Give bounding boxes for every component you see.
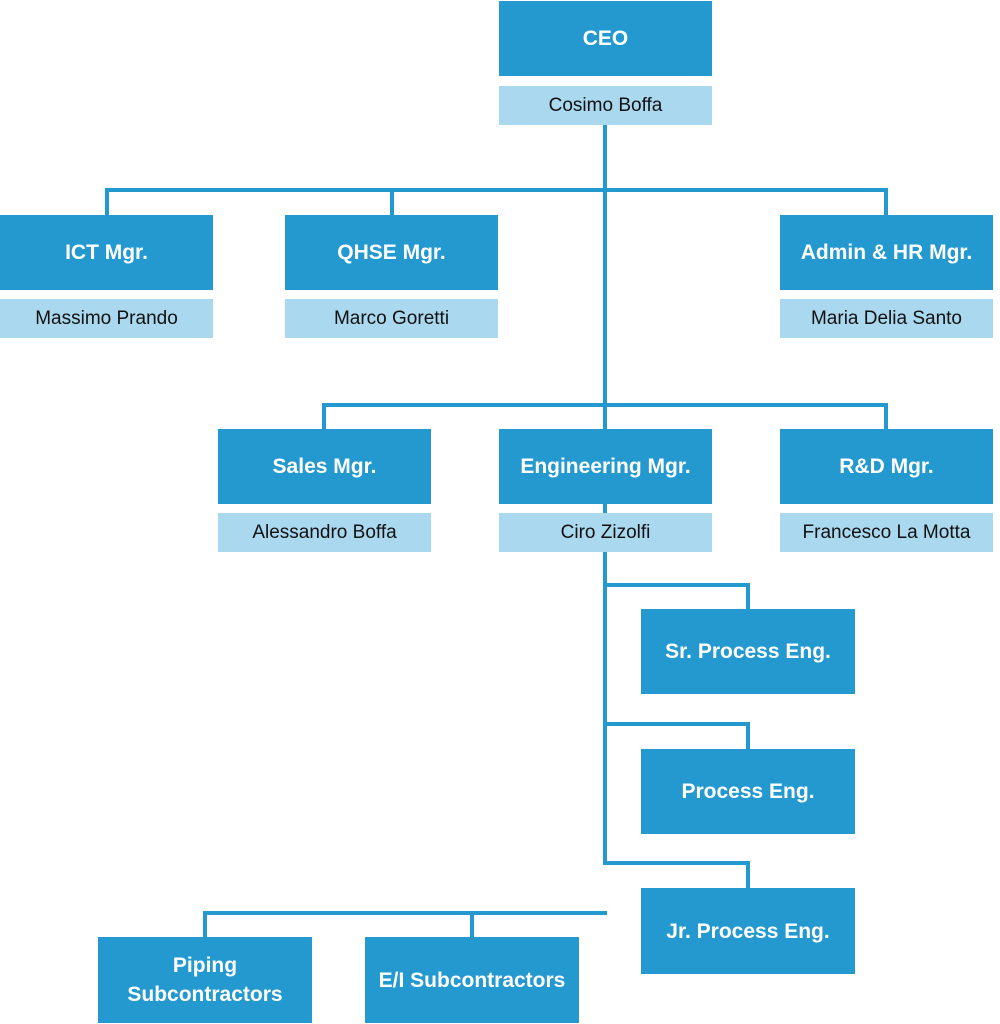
process-title-box: Process Eng. (641, 749, 855, 834)
engineering-title-box: Engineering Mgr. (499, 429, 712, 504)
connector-jr-process (603, 861, 750, 890)
rnd-name-box: Francesco La Motta (780, 513, 993, 552)
qhse-title-box: QHSE Mgr. (285, 215, 498, 290)
admin-hr-title-box: Admin & HR Mgr. (780, 215, 993, 290)
admin-hr-title: Admin & HR Mgr. (800, 241, 973, 264)
ei-title: E/I Subcontractors (378, 968, 566, 992)
jr-process-title: Jr. Process Eng. (666, 919, 830, 943)
sales-name-box: Alessandro Boffa (218, 513, 431, 552)
rnd-title-box: R&D Mgr. (780, 429, 993, 504)
engineering-title: Engineering Mgr. (520, 455, 691, 478)
ict-name: Massimo Prando (35, 307, 178, 329)
sales-title-box: Sales Mgr. (218, 429, 431, 504)
qhse-name: Marco Goretti (333, 307, 450, 329)
process-title: Process Eng. (681, 780, 815, 803)
sr-process-title: Sr. Process Eng. (665, 640, 831, 663)
ict-name-box: Massimo Prando (0, 299, 213, 338)
sales-name: Alessandro Boffa (252, 521, 397, 543)
engineering-name: Ciro Zizolfi (560, 521, 651, 543)
qhse-title: QHSE Mgr. (337, 241, 446, 264)
sr-process-title-box: Sr. Process Eng. (641, 609, 855, 694)
sales-title: Sales Mgr. (272, 455, 377, 478)
rnd-title: R&D Mgr. (839, 455, 934, 478)
piping-title-box: Piping Subcontractors (98, 937, 312, 1023)
piping-title: Piping Subcontractors (127, 954, 283, 1006)
rnd-name: Francesco La Motta (802, 521, 971, 543)
ei-title-box: E/I Subcontractors (365, 937, 579, 1023)
admin-hr-name-box: Maria Delia Santo (780, 299, 993, 338)
connector-sr-process (603, 583, 750, 611)
ceo-name: Cosimo Boffa (548, 94, 663, 116)
jr-process-title-box: Jr. Process Eng. (641, 888, 855, 974)
connector-process (603, 722, 750, 751)
ceo-title: CEO (582, 27, 629, 50)
qhse-name-box: Marco Goretti (285, 299, 498, 338)
ceo-name-box: Cosimo Boffa (499, 86, 712, 125)
ict-title: ICT Mgr. (65, 241, 148, 264)
engineering-name-box: Ciro Zizolfi (499, 513, 712, 552)
admin-hr-name: Maria Delia Santo (810, 307, 963, 329)
ceo-title-box: CEO (499, 1, 712, 76)
ict-title-box: ICT Mgr. (0, 215, 213, 290)
